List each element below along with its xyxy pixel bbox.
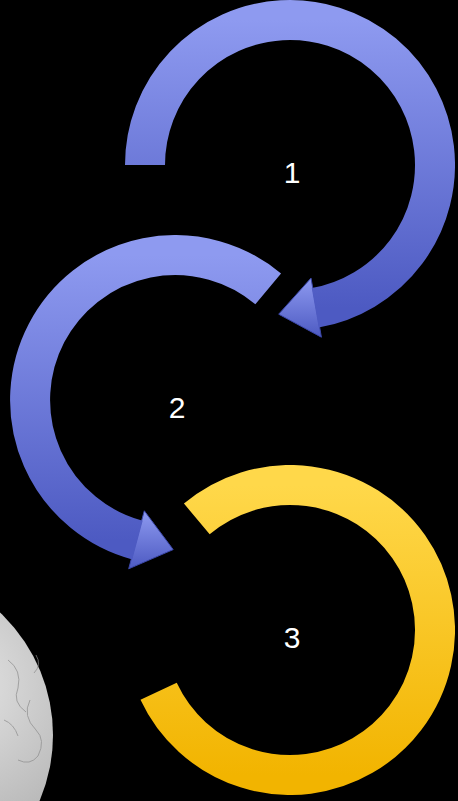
step-number: 2 <box>169 393 186 423</box>
ring-arc <box>159 485 435 775</box>
circular-arrow-step: 1 <box>125 0 455 330</box>
circular-arrow-step: 2 <box>10 235 340 565</box>
sphere-body <box>0 567 53 801</box>
flow-arrow <box>279 278 322 337</box>
step-number: 1 <box>284 158 301 188</box>
sphere-texture <box>4 655 42 762</box>
arrow-head <box>279 278 322 337</box>
circular-arrow-step: 3 <box>125 465 455 795</box>
step-number: 3 <box>284 623 301 653</box>
